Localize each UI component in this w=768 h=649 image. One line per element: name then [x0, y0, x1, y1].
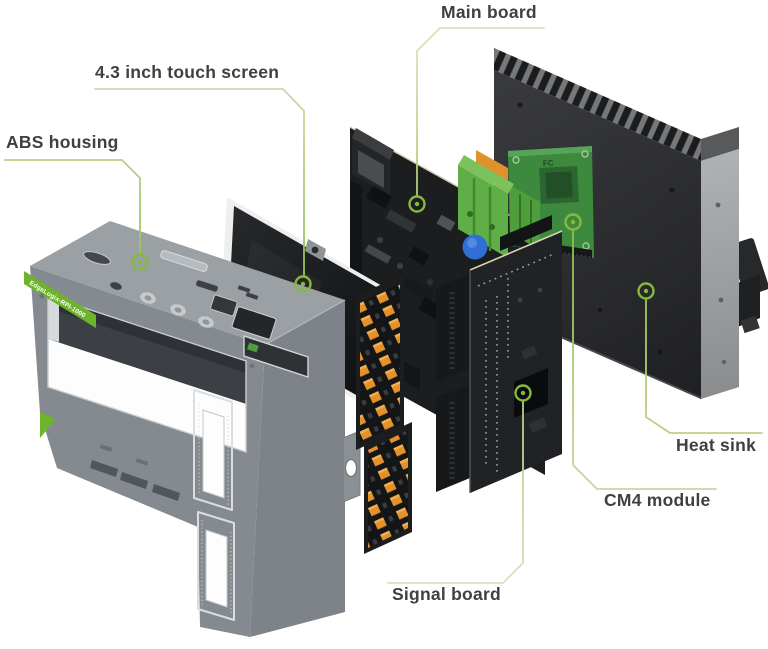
callout-label-heat-sink: Heat sink	[676, 435, 757, 455]
io-connector-lower	[364, 422, 412, 554]
housing-right-face	[250, 300, 345, 637]
callout-line-heat-sink	[645, 298, 763, 434]
callout-label-main-board: Main board	[441, 2, 537, 22]
ethernet-connector	[352, 128, 394, 196]
heat-sink-side-face	[701, 149, 739, 399]
terminal-orange-tabs	[476, 150, 508, 182]
callout-marker-signal-board	[514, 384, 532, 402]
callout-marker-abs-housing	[131, 253, 149, 271]
cm4-marking: FC	[543, 158, 554, 168]
callout-markers	[131, 195, 655, 402]
housing-top-face	[30, 221, 345, 345]
housing-top-ports	[83, 250, 309, 378]
callout-marker-main-board	[408, 195, 426, 213]
callout-label-touch-screen: 4.3 inch touch screen	[95, 62, 280, 82]
abs-housing-illustration: EdgeLogix-RPI-1000	[24, 221, 346, 637]
callout-lines	[4, 27, 763, 584]
callout-line-abs-housing	[4, 159, 141, 255]
housing-terminal-slots	[193, 389, 235, 621]
housing-vents	[90, 444, 180, 501]
housing-accent-triangle	[40, 412, 56, 438]
callout-line-signal-board	[387, 400, 524, 584]
callout-line-main-board	[416, 27, 545, 197]
callout-label-cm4-module: CM4 module	[604, 490, 711, 510]
callout-marker-cm4-module	[564, 213, 582, 231]
heat-sink-fins	[494, 48, 701, 161]
screen-mount-tab	[305, 239, 326, 261]
callout-line-cm4-module	[572, 229, 717, 490]
mounting-tab	[342, 430, 361, 503]
signal-board-illustration	[436, 215, 563, 493]
callout-line-touch-screen	[94, 88, 305, 277]
callout-marker-touch-screen	[294, 275, 312, 293]
callout-marker-heat-sink	[637, 282, 655, 300]
callout-label-signal-board: Signal board	[392, 584, 501, 604]
signal-board-pcb	[470, 231, 562, 493]
io-connector-upper	[356, 274, 404, 450]
callout-label-abs-housing: ABS housing	[6, 132, 119, 152]
